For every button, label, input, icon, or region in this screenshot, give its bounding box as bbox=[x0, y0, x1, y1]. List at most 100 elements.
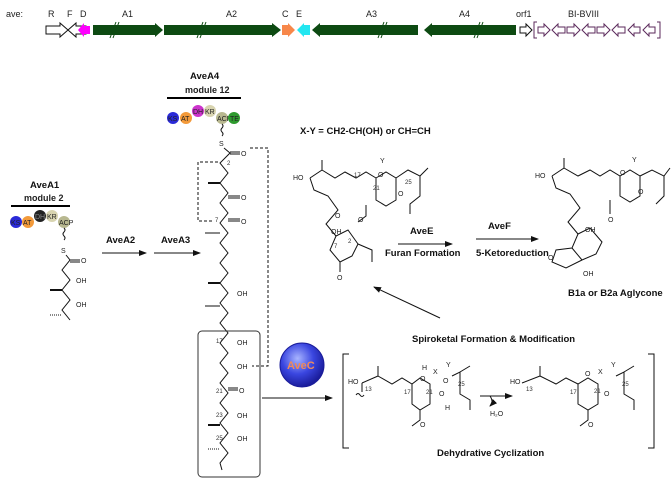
svg-text:25: 25 bbox=[216, 436, 223, 442]
product-label: B1a or B2a Aglycone bbox=[568, 288, 663, 299]
gene-label-a4: A4 bbox=[459, 9, 470, 19]
step-label-avef: AveF bbox=[488, 221, 511, 232]
svg-text:O: O bbox=[439, 391, 445, 398]
svg-text:AT: AT bbox=[181, 116, 190, 123]
svg-text:H: H bbox=[422, 365, 427, 372]
step-label-avea3: AveA3 bbox=[161, 235, 190, 246]
highlight-box bbox=[197, 330, 261, 478]
domain-at bbox=[22, 216, 34, 228]
svg-text:HO: HO bbox=[535, 173, 546, 180]
gene-label-c: C bbox=[282, 9, 289, 19]
domain-ks bbox=[10, 216, 22, 228]
domain-dh bbox=[192, 105, 204, 117]
svg-text:25: 25 bbox=[458, 382, 465, 388]
gene-arrow-orf1 bbox=[519, 22, 533, 38]
svg-text:O: O bbox=[420, 422, 426, 429]
svg-text:OH: OH bbox=[331, 229, 342, 236]
svg-text:O: O bbox=[335, 213, 341, 220]
break-mark-icon bbox=[109, 21, 120, 39]
svg-text:O: O bbox=[638, 189, 644, 196]
intermediate-structure: HO 17 21 25 O O Y O O OH 7 2 O bbox=[293, 158, 429, 282]
svg-text:O: O bbox=[443, 378, 449, 385]
gene-arrow-a3 bbox=[312, 23, 418, 37]
gene-group-bi-bviii bbox=[533, 21, 661, 39]
gene-label-orf1: orf1 bbox=[516, 9, 532, 19]
gene-label-a1: A1 bbox=[122, 9, 133, 19]
water-label: H₂O bbox=[490, 411, 504, 418]
gene-label-e: E bbox=[296, 9, 302, 19]
domain-acp bbox=[216, 112, 228, 124]
svg-text:O: O bbox=[81, 258, 87, 265]
module-label-avea4: module 12 bbox=[185, 85, 230, 95]
svg-text:X: X bbox=[433, 369, 438, 376]
domain-acp bbox=[58, 216, 70, 228]
svg-text:13: 13 bbox=[365, 387, 372, 393]
svg-text:21: 21 bbox=[594, 389, 601, 395]
svg-text:KS: KS bbox=[168, 116, 178, 123]
gene-label-a2: A2 bbox=[226, 9, 237, 19]
svg-text:2: 2 bbox=[348, 239, 352, 245]
svg-text:7: 7 bbox=[334, 244, 338, 250]
gene-label-d: D bbox=[80, 9, 87, 19]
gene-arrow-a4 bbox=[424, 23, 516, 37]
svg-text:H: H bbox=[445, 405, 450, 412]
svg-text:S: S bbox=[219, 141, 224, 148]
svg-text:ACP: ACP bbox=[217, 116, 232, 123]
domain-dh bbox=[34, 210, 46, 222]
svg-text:2: 2 bbox=[227, 161, 231, 167]
svg-text:OH: OH bbox=[237, 364, 248, 371]
svg-text:25: 25 bbox=[622, 382, 629, 388]
xy-definition: X-Y = CH2-CH(OH) or CH=CH bbox=[300, 126, 431, 137]
svg-text:ACP: ACP bbox=[59, 220, 74, 227]
svg-text:25: 25 bbox=[405, 180, 412, 186]
svg-text:O: O bbox=[378, 172, 384, 179]
gene-arrow-a2 bbox=[164, 23, 281, 37]
cyclization-intermediate: HO 13 17 21 25 H O X Y O O H O bbox=[348, 362, 471, 429]
svg-text:OH: OH bbox=[583, 271, 594, 278]
svg-text:O: O bbox=[588, 422, 594, 429]
domain-te bbox=[228, 112, 240, 124]
gene-label-f: F bbox=[67, 9, 73, 19]
gene-cluster: ave: R F D A1 A2 C E A3 A4 orf1 BI-BVIII bbox=[6, 9, 661, 39]
svg-text:OH: OH bbox=[76, 302, 87, 309]
svg-text:AveC: AveC bbox=[287, 360, 315, 372]
gene-arrow-d bbox=[78, 23, 90, 37]
step-label-avea2: AveA2 bbox=[106, 235, 135, 246]
svg-text:HO: HO bbox=[293, 175, 304, 182]
gene-arrow-e bbox=[297, 23, 310, 37]
svg-text:Y: Y bbox=[380, 158, 385, 165]
svg-text:O: O bbox=[241, 219, 247, 226]
svg-text:Y: Y bbox=[632, 157, 637, 164]
spiroketal-product: HO 13 17 21 25 O X Y O O bbox=[510, 362, 635, 429]
svg-text:O: O bbox=[398, 191, 404, 198]
svg-text:O: O bbox=[241, 195, 247, 202]
svg-text:7: 7 bbox=[215, 218, 219, 224]
svg-text:O: O bbox=[548, 255, 554, 262]
svg-text:KR: KR bbox=[205, 109, 215, 116]
svg-text:HO: HO bbox=[510, 379, 521, 386]
svg-text:KS: KS bbox=[11, 220, 21, 227]
svg-text:Y: Y bbox=[611, 362, 616, 369]
gene-label-bi-bviii: BI-BVIII bbox=[568, 9, 599, 19]
step-label-spiroketal: Spiroketal Formation & Modification bbox=[412, 334, 575, 345]
svg-text:23: 23 bbox=[216, 413, 223, 419]
step-desc-avef: 5-Ketoreduction bbox=[476, 248, 549, 259]
product-structure: HO O O Y O OH O OH bbox=[535, 157, 671, 278]
module-title-avea4: AveA4 bbox=[190, 71, 220, 82]
step-desc-avee: Furan Formation bbox=[385, 248, 461, 259]
cyclization-bracket bbox=[342, 353, 655, 449]
svg-text:O: O bbox=[358, 217, 364, 224]
gene-arrow-c bbox=[282, 23, 295, 37]
gene-label-a3: A3 bbox=[366, 9, 377, 19]
svg-text:OH: OH bbox=[76, 278, 87, 285]
svg-text:17: 17 bbox=[570, 390, 577, 396]
svg-text:O: O bbox=[604, 391, 610, 398]
svg-text:17: 17 bbox=[404, 390, 411, 396]
module-title-avea1: AveA1 bbox=[30, 180, 60, 191]
svg-text:21: 21 bbox=[373, 186, 380, 192]
cluster-prefix: ave: bbox=[6, 9, 23, 19]
svg-text:O: O bbox=[585, 371, 591, 378]
svg-text:OH: OH bbox=[237, 291, 248, 298]
module-label-avea1: module 2 bbox=[24, 193, 64, 203]
